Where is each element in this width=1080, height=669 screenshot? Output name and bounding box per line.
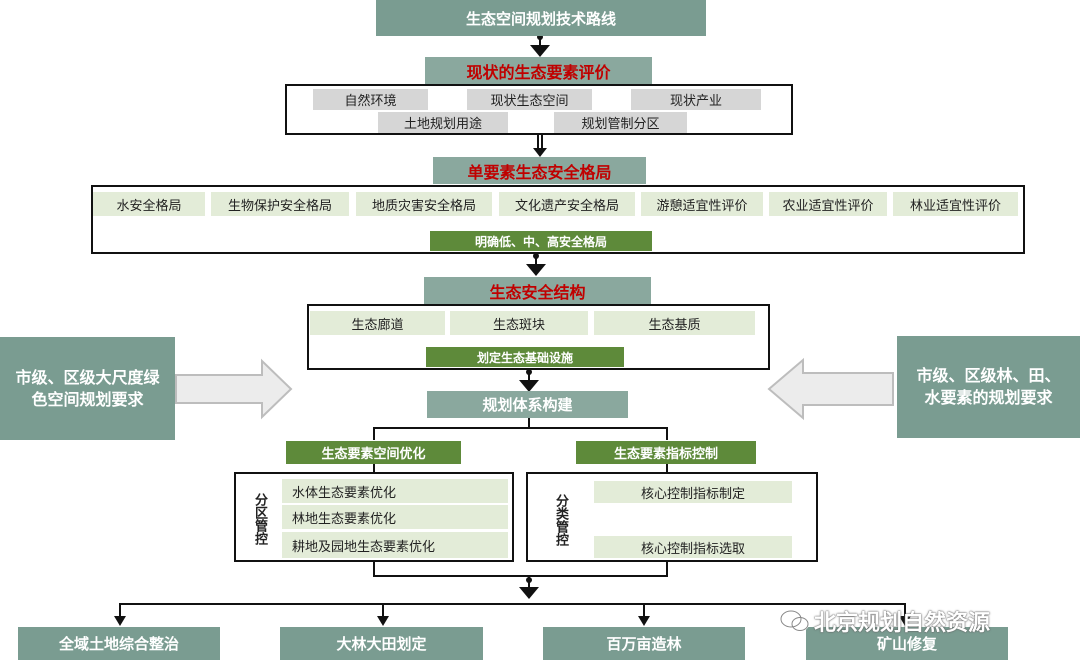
s2-item: 文化遗产安全格局 (499, 192, 635, 216)
left-pointing-arrow-icon (767, 357, 894, 421)
s1-item: 规划管制分区 (554, 112, 687, 133)
s1-item: 现状产业 (631, 89, 761, 110)
s1-item: 土地规划用途 (378, 112, 508, 133)
output-box: 百万亩造林 (543, 627, 745, 660)
page-title: 生态空间规划技术路线 (376, 0, 706, 36)
s2-item: 地质灾害安全格局 (356, 192, 492, 216)
watermark-text: 北京规划自然资源 (814, 611, 991, 636)
branch-right-header: 生态要素指标控制 (576, 441, 756, 464)
s2-item: 农业适宜性评价 (769, 192, 887, 216)
output-box: 全域土地综合整治 (18, 627, 220, 660)
bl-item: 水体生态要素优化 (282, 479, 508, 503)
branch-left-header: 生态要素空间优化 (286, 441, 461, 464)
s1-item: 现状生态空间 (467, 89, 592, 110)
left-input-box: 市级、区级大尺度绿色空间规划要求 (0, 337, 175, 440)
output-box: 大林大田划定 (280, 627, 483, 660)
watermark: 北京规划自然资源 (780, 606, 1050, 636)
planning-system-box: 规划体系构建 (427, 391, 628, 418)
bl-item: 林地生态要素优化 (282, 505, 508, 529)
s1-item: 自然环境 (313, 89, 428, 110)
br-item: 核心控制指标制定 (594, 481, 792, 503)
section2-header: 单要素生态安全格局 (433, 157, 646, 184)
s2-item: 生物保护安全格局 (211, 192, 349, 216)
right-input-box: 市级、区级林、田、水要素的规划要求 (897, 336, 1080, 438)
output-box: 矿山修复 (806, 627, 1008, 660)
section3-result: 划定生态基础设施 (426, 347, 624, 367)
br-item: 核心控制指标选取 (594, 536, 792, 558)
s3-item: 生态基质 (594, 311, 755, 335)
s2-item: 林业适宜性评价 (893, 192, 1018, 216)
bl-item: 耕地及园地生态要素优化 (282, 532, 508, 558)
section2-result: 明确低、中、高安全格局 (430, 231, 652, 251)
right-pointing-arrow-icon (175, 358, 293, 420)
s2-item: 水安全格局 (93, 192, 205, 216)
wechat-icon (780, 610, 809, 632)
section1-header: 现状的生态要素评价 (425, 57, 652, 84)
branch-right-label: 分类管控 (553, 494, 568, 546)
s2-item: 游憩适宜性评价 (641, 192, 763, 216)
s3-item: 生态廊道 (310, 311, 445, 335)
section3-header: 生态安全结构 (424, 277, 651, 304)
branch-left-label: 分区管控 (252, 493, 267, 545)
s3-item: 生态斑块 (450, 311, 588, 335)
